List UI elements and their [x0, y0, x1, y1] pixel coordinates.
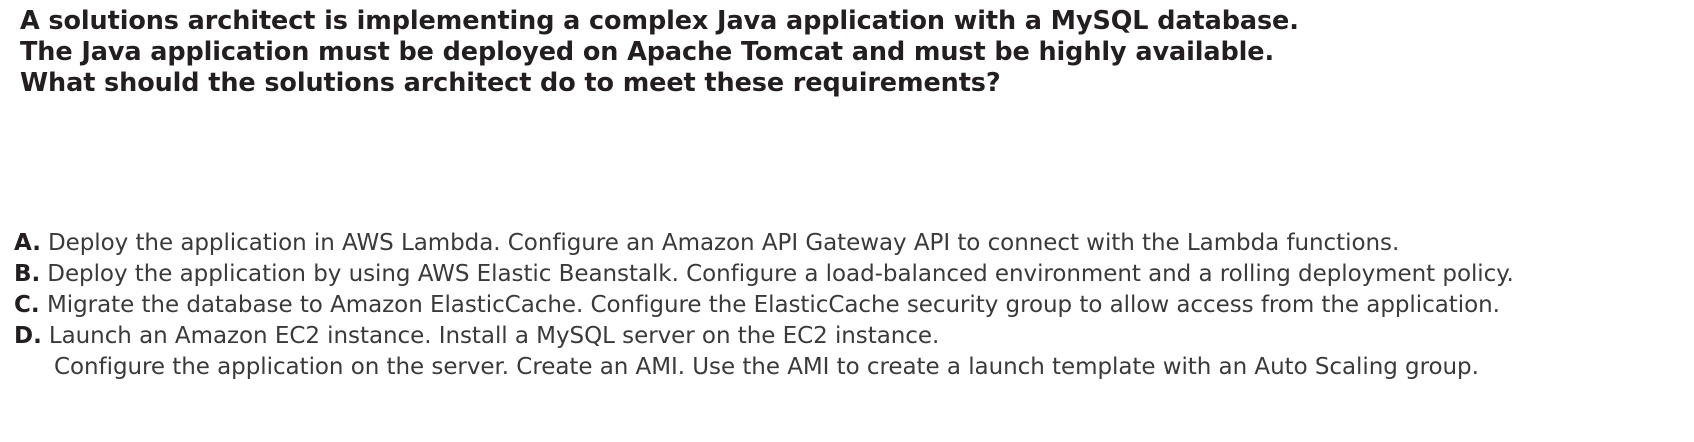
question-line-1: A solutions architect is implementing a … [20, 6, 1299, 36]
option-text-d-continuation: Configure the application on the server.… [54, 354, 1479, 380]
option-letter-d: D. [14, 323, 42, 349]
answer-option-b[interactable]: B. Deploy the application by using AWS E… [14, 259, 1684, 290]
answer-option-d[interactable]: D. Launch an Amazon EC2 instance. Instal… [14, 321, 1684, 383]
question-line-2: The Java application must be deployed on… [20, 37, 1275, 67]
option-text-c: Migrate the database to Amazon ElasticCa… [47, 292, 1500, 318]
option-text-a: Deploy the application in AWS Lambda. Co… [47, 230, 1400, 256]
option-letter-c: C. [14, 292, 40, 318]
answer-option-c[interactable]: C. Migrate the database to Amazon Elasti… [14, 290, 1684, 321]
option-text-d: Launch an Amazon EC2 instance. Install a… [48, 323, 940, 349]
option-text-b: Deploy the application by using AWS Elas… [47, 261, 1514, 287]
answer-options-list: A. Deploy the application in AWS Lambda.… [14, 228, 1684, 383]
option-letter-b: B. [14, 261, 41, 287]
option-letter-a: A. [14, 230, 41, 256]
question-stem: A solutions architect is implementing a … [20, 6, 1660, 99]
answer-option-a[interactable]: A. Deploy the application in AWS Lambda.… [14, 228, 1684, 259]
question-line-3: What should the solutions architect do t… [20, 68, 1001, 98]
answer-option-d-first-line: D. Launch an Amazon EC2 instance. Instal… [14, 321, 1684, 352]
